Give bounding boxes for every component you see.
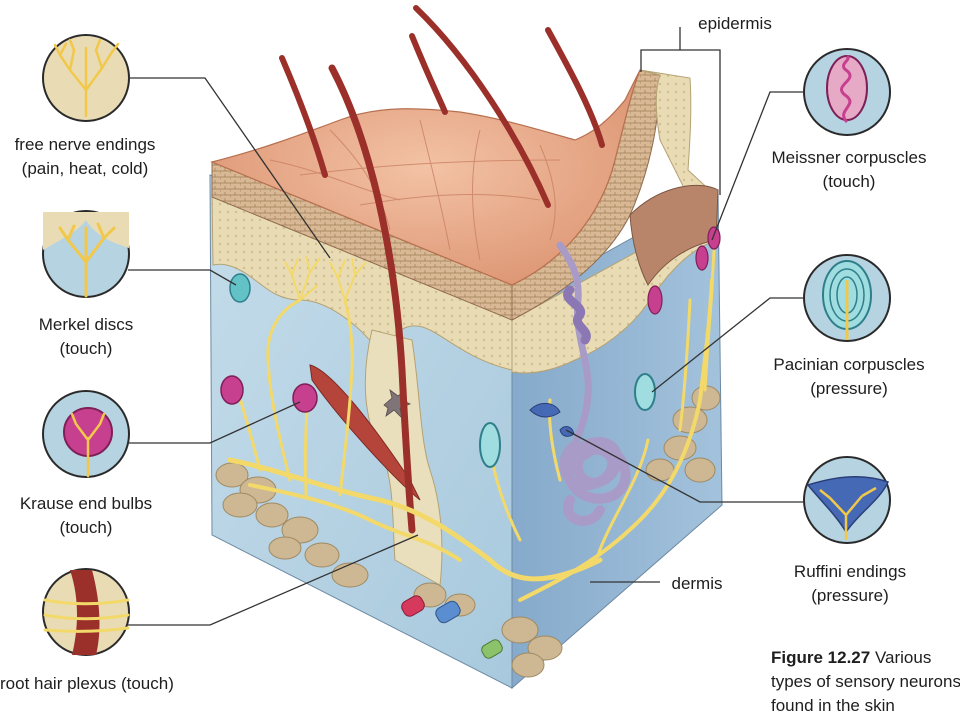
caption-line-2: types of sensory neurons [771, 672, 960, 691]
fat-lobules [215, 385, 721, 678]
label-epidermis: epidermis [698, 14, 772, 33]
label-root-hair-plexus: root hair plexus (touch) [0, 674, 174, 693]
free-nerve-branches [284, 255, 367, 301]
flap-underlayer [639, 69, 718, 201]
hair-shafts [279, 5, 605, 534]
blood-vessels [401, 595, 503, 659]
caption-line-3: found in the skin [771, 696, 895, 715]
sweat-gland [556, 241, 631, 526]
label-meissner-corpuscles: Meissner corpuscles(touch) [771, 148, 927, 191]
exposed-dermis [629, 184, 719, 286]
inset-ruffini-endings [803, 456, 891, 544]
inset-krause-end-bulbs [42, 390, 130, 478]
arrector-pili-muscle [309, 364, 421, 501]
melanocyte-cell [383, 388, 411, 420]
inset-pacinian-corpuscles [803, 254, 891, 342]
label-krause-end-bulbs: Krause end bulbs(touch) [19, 494, 153, 537]
leader-lines [128, 27, 804, 626]
label-ruffini-endings: Ruffini endings(pressure) [793, 562, 907, 605]
figure-caption: Figure 12.27 Various types of sensory ne… [771, 646, 960, 718]
nerve-fibers [227, 248, 716, 602]
inset-merkel-discs [42, 210, 130, 298]
inset-meissner-corpuscles [803, 48, 891, 136]
label-merkel-discs: Merkel discs(touch) [38, 315, 134, 358]
inset-free-nerve-endings [42, 34, 130, 122]
figure-number: Figure 12.27 [771, 648, 871, 667]
skin-block [209, 69, 723, 690]
skin-surface [210, 69, 641, 286]
label-dermis: dermis [671, 574, 723, 593]
label-pacinian-corpuscles: Pacinian corpuscles(pressure) [773, 355, 925, 398]
caption-line-1: Various [874, 648, 932, 667]
inset-root-hair-plexus [42, 568, 130, 656]
block-receptors [220, 226, 721, 468]
papillary-layer-front [211, 194, 513, 371]
label-free-nerve-endings: free nerve endings(pain, heat, cold) [14, 135, 156, 178]
